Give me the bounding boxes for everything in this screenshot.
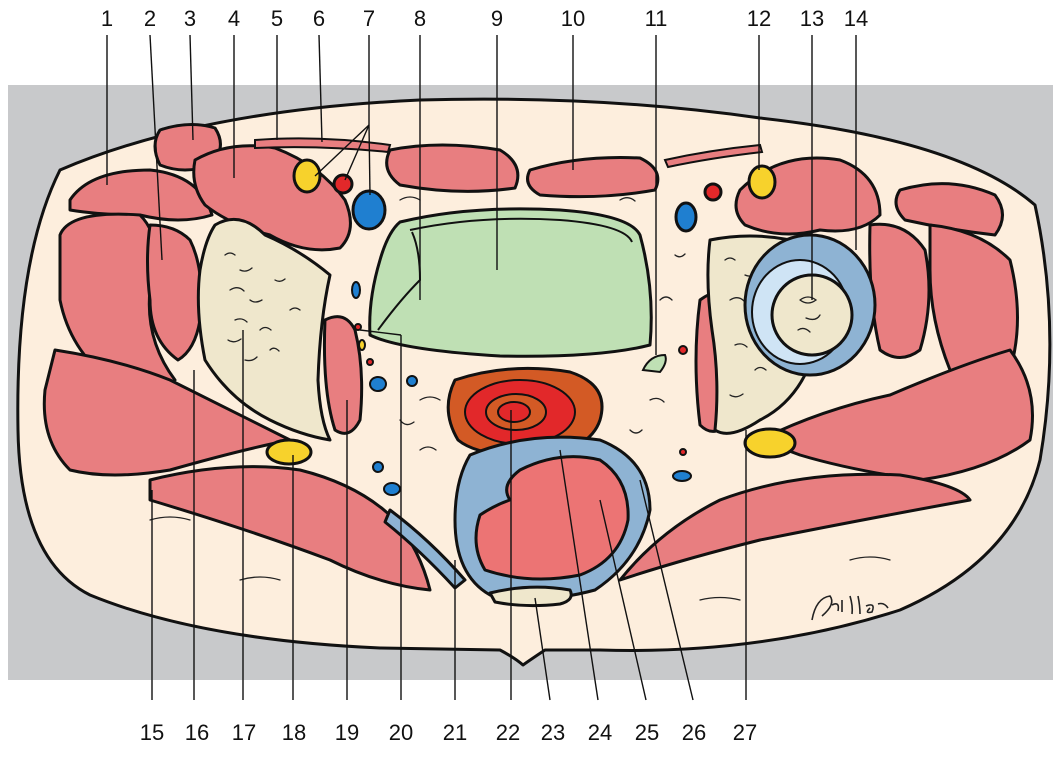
artery-femoral-right: [705, 184, 721, 200]
label-15: 15: [140, 720, 164, 745]
muscle-rectus-left: [387, 145, 518, 191]
label-25: 25: [635, 720, 659, 745]
vein-small-3: [407, 376, 417, 386]
label-5: 5: [271, 6, 283, 31]
vein-small-5: [384, 483, 400, 495]
nerve-obturator-left: [359, 340, 365, 350]
vein-femoral-left: [353, 191, 385, 229]
label-14: 14: [844, 6, 868, 31]
labels-top: 1 2 3 4 5 6 7 8 9 10 11 12 13 14: [101, 6, 868, 31]
label-10: 10: [561, 6, 585, 31]
label-24: 24: [588, 720, 612, 745]
label-26: 26: [682, 720, 706, 745]
labels-bottom: 15 16 17 18 19 20 21 22 23 24 25 26 27: [140, 720, 757, 745]
label-7: 7: [363, 6, 375, 31]
vein-femoral-right: [676, 203, 696, 231]
label-2: 2: [144, 6, 156, 31]
label-21: 21: [443, 720, 467, 745]
label-23: 23: [541, 720, 565, 745]
label-11: 11: [645, 6, 668, 31]
rectum-lumen: [498, 402, 530, 422]
vein-small-2: [370, 377, 386, 391]
label-16: 16: [185, 720, 209, 745]
muscle-rectus-femoris-right: [870, 224, 929, 357]
vein-small-6: [673, 471, 691, 481]
nerve-sciatic-left: [267, 440, 311, 464]
vein-small-4: [373, 462, 383, 472]
label-22: 22: [496, 720, 520, 745]
label-9: 9: [491, 6, 503, 31]
artery-femoral-left: [334, 175, 352, 193]
label-13: 13: [800, 6, 824, 31]
artery-small-3: [679, 346, 687, 354]
artery-small-4: [680, 449, 686, 455]
bladder: [370, 209, 652, 356]
label-20: 20: [389, 720, 413, 745]
coccyx: [490, 587, 571, 605]
label-8: 8: [414, 6, 426, 31]
nerve-sciatic-right: [745, 429, 795, 457]
label-1: 1: [101, 6, 113, 31]
vein-small-1: [352, 282, 360, 298]
label-19: 19: [335, 720, 359, 745]
label-4: 4: [228, 6, 240, 31]
artery-small-2: [367, 359, 373, 365]
nerve-femoral-left: [294, 160, 320, 192]
muscle-obturator-internus-left: [324, 317, 361, 434]
label-12: 12: [747, 6, 771, 31]
artery-small-1: [355, 324, 361, 330]
label-3: 3: [184, 6, 196, 31]
label-6: 6: [313, 6, 325, 31]
label-27: 27: [733, 720, 757, 745]
label-17: 17: [232, 720, 256, 745]
label-18: 18: [282, 720, 306, 745]
nerve-femoral-right: [749, 166, 775, 198]
